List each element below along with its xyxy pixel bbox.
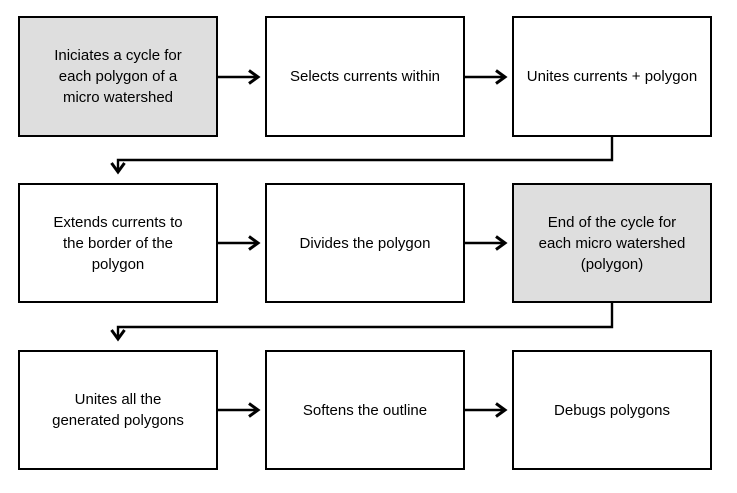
connector-unites-to-extends [110,137,614,175]
flow-box-label: Unites all the generated polygons [52,391,184,429]
flow-box-iniciates-cycle: Iniciates a cycle for each polygon of a … [18,16,218,137]
flow-box-label: Unites currents + polygon [526,68,698,85]
flow-box-softens-outline: Softens the outline [265,350,465,470]
flow-box-label: Selects currents within [289,68,441,85]
flow-box-label: Extends currents to the border of the po… [53,213,183,273]
flow-box-end-of-cycle: End of the cycle for each micro watershe… [512,183,712,303]
flow-box-label: Iniciates a cycle for each polygon of a … [54,47,182,106]
flow-box-divides-polygon: Divides the polygon [265,183,465,303]
flow-box-label: End of the cycle for each micro watershe… [538,213,686,273]
flow-box-label: Divides the polygon [299,234,431,252]
connector-endcycle-to-unites [110,303,614,342]
flow-box-extends-currents: Extends currents to the border of the po… [18,183,218,303]
flow-box-label: Softens the outline [302,401,428,419]
flow-box-debugs-polygons: Debugs polygons [512,350,712,470]
flow-box-unites-currents-polygon: Unites currents + polygon [512,16,712,137]
flow-box-selects-currents: Selects currents within [265,16,465,137]
flow-box-unites-generated: Unites all the generated polygons [18,350,218,470]
flow-box-label: Debugs polygons [554,401,670,419]
